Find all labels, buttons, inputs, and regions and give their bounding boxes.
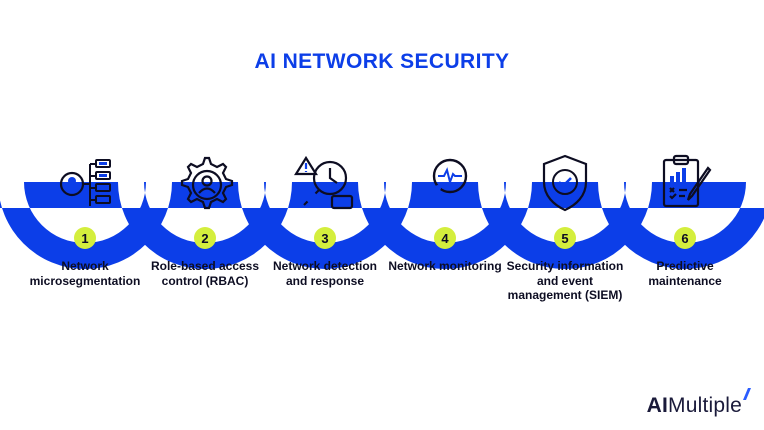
step-number-badge: 6: [674, 227, 696, 249]
user-gear-icon: [172, 150, 238, 216]
step-label: Network detection and response: [272, 259, 377, 288]
shield-check-icon: [532, 150, 598, 216]
step-number-badge: 2: [194, 227, 216, 249]
step-label: Security information and event managemen…: [506, 259, 624, 302]
brand-suffix: Multiple: [668, 394, 742, 417]
step-label: Predictive maintenance: [648, 259, 722, 288]
clipboard-chart-icon: [652, 150, 718, 216]
step-label: Role-based access control (RBAC): [150, 259, 260, 288]
brand-accent-icon: [743, 388, 751, 400]
network-segmentation-icon: [52, 150, 118, 216]
step-number-badge: 3: [314, 227, 336, 249]
brand-prefix: AI: [646, 394, 669, 417]
brand-logo: AIMultiple: [646, 388, 751, 418]
step-label: Network microsegmentation: [29, 259, 141, 288]
step-label: Network monitoring: [388, 259, 502, 273]
magnifier-pulse-icon: [412, 150, 478, 216]
step-number-badge: 1: [74, 227, 96, 249]
page-title: AI NETWORK SECURITY: [254, 50, 510, 73]
step-number-badge: 4: [434, 227, 456, 249]
alert-clock-search-icon: [292, 150, 358, 216]
step-number-badge: 5: [554, 227, 576, 249]
